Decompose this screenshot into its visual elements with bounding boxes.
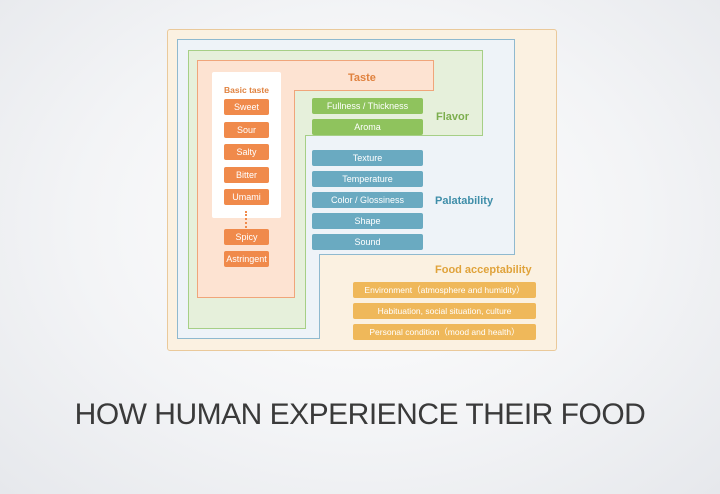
palatability-heading: Palatability (435, 195, 494, 207)
palatability-item-texture: Texture (312, 150, 423, 166)
flavor-heading: Flavor (436, 111, 470, 123)
basic-taste-box: Basic taste Sweet Sour Salty Bitter Umam… (212, 72, 281, 235)
flavor-item-fullness: Fullness / Thickness (312, 98, 423, 114)
taste-item-astringent: Astringent (224, 251, 269, 267)
continuation-dots (245, 211, 247, 235)
slide-title: HOW HUMAN EXPERIENCE THEIR FOOD (74, 398, 646, 431)
palatability-item-temperature: Temperature (312, 171, 423, 187)
palatability-item-shape: Shape (312, 213, 423, 229)
taste-item-spicy: Spicy (224, 229, 269, 245)
palatability-item-color: Color / Glossiness (312, 192, 423, 208)
taste-item-salty: Salty (224, 144, 269, 160)
taste-item-sweet: Sweet (224, 99, 269, 115)
flavor-item-aroma: Aroma (312, 119, 423, 135)
basic-taste-label: Basic taste (224, 85, 269, 95)
acceptability-item-personal-condition: Personal condition（mood and health） (353, 324, 536, 340)
acceptability-item-environment: Environment（atmosphere and humidity） (353, 282, 536, 298)
taste-item-umami: Umami (224, 189, 269, 205)
taste-heading: Taste (348, 72, 376, 84)
taste-item-bitter: Bitter (224, 167, 269, 183)
acceptability-item-habituation: Habituation, social situation, culture (353, 303, 536, 319)
food-acceptability-heading: Food acceptability (435, 264, 532, 276)
palatability-item-sound: Sound (312, 234, 423, 250)
food-experience-diagram: Taste Basic taste Sweet Sour Salty Bitte… (167, 29, 557, 351)
taste-item-sour: Sour (224, 122, 269, 138)
